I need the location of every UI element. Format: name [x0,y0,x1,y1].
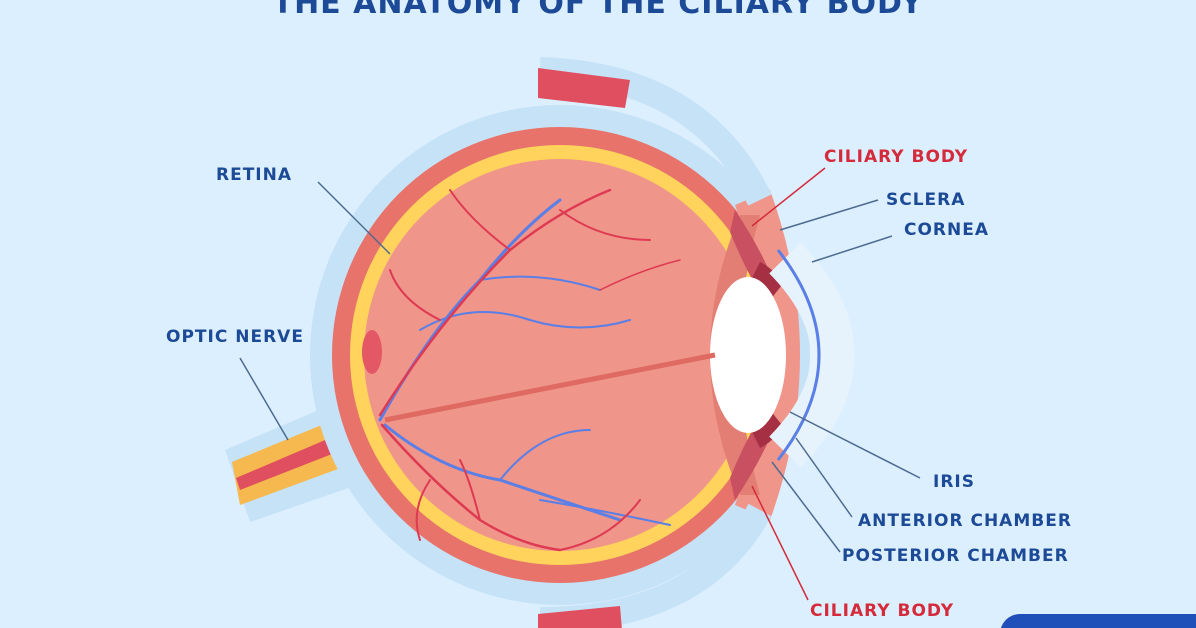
artery-branch [378,188,612,417]
leader-lines [239,167,921,601]
posterior-chamber-leader [771,461,841,553]
optic-disc [362,330,382,374]
corner-tab [1000,614,1196,628]
vein-branch [479,275,601,291]
iris-upper [752,262,782,300]
visual-axis [384,352,716,423]
anterior-chamber-leader [795,437,853,518]
retina-leader [317,181,391,255]
artery-branch [599,259,681,291]
label-cornea: CORNEA [904,220,990,240]
blood-vessels [378,188,681,552]
sclera-front-arc [539,57,772,206]
sclera-leader [779,199,879,231]
artery-branch [449,189,511,251]
label-iris: IRIS [933,472,975,492]
ciliary-body-bottom-leader [751,485,809,601]
label-anterior-chamber: ANTERIOR CHAMBER [858,511,1072,531]
label-optic-nerve: OPTIC NERVE [166,327,304,347]
label-posterior-chamber: POSTERIOR CHAMBER [842,546,1069,566]
vein-branch [499,429,591,481]
cornea-shape [768,242,855,468]
label-sclera: SCLERA [886,190,966,210]
artery-branch [389,269,441,321]
diagram-title: THE ANATOMY OF THE CILIARY BODY [272,0,924,21]
muscle-bottom [538,606,622,628]
cornea-edge [776,249,821,461]
muscle-top [538,68,630,108]
lens [710,277,786,433]
label-ciliary-body-top: CILIARY BODY [824,147,969,167]
vitreous-body [364,159,756,551]
artery-branch [415,479,431,541]
label-ciliary-body-bottom: CILIARY BODY [810,601,955,621]
label-retina: RETINA [216,165,293,185]
iris-leader [789,411,921,479]
optic-nerve-leader [239,357,289,441]
artery-branch [559,209,651,241]
artery-branch [559,499,641,551]
vein-branch [539,499,671,526]
iris-lower [752,410,782,448]
ciliary-body-top-leader [751,167,826,227]
artery-branch [459,459,481,521]
cornea-leader [811,235,893,263]
